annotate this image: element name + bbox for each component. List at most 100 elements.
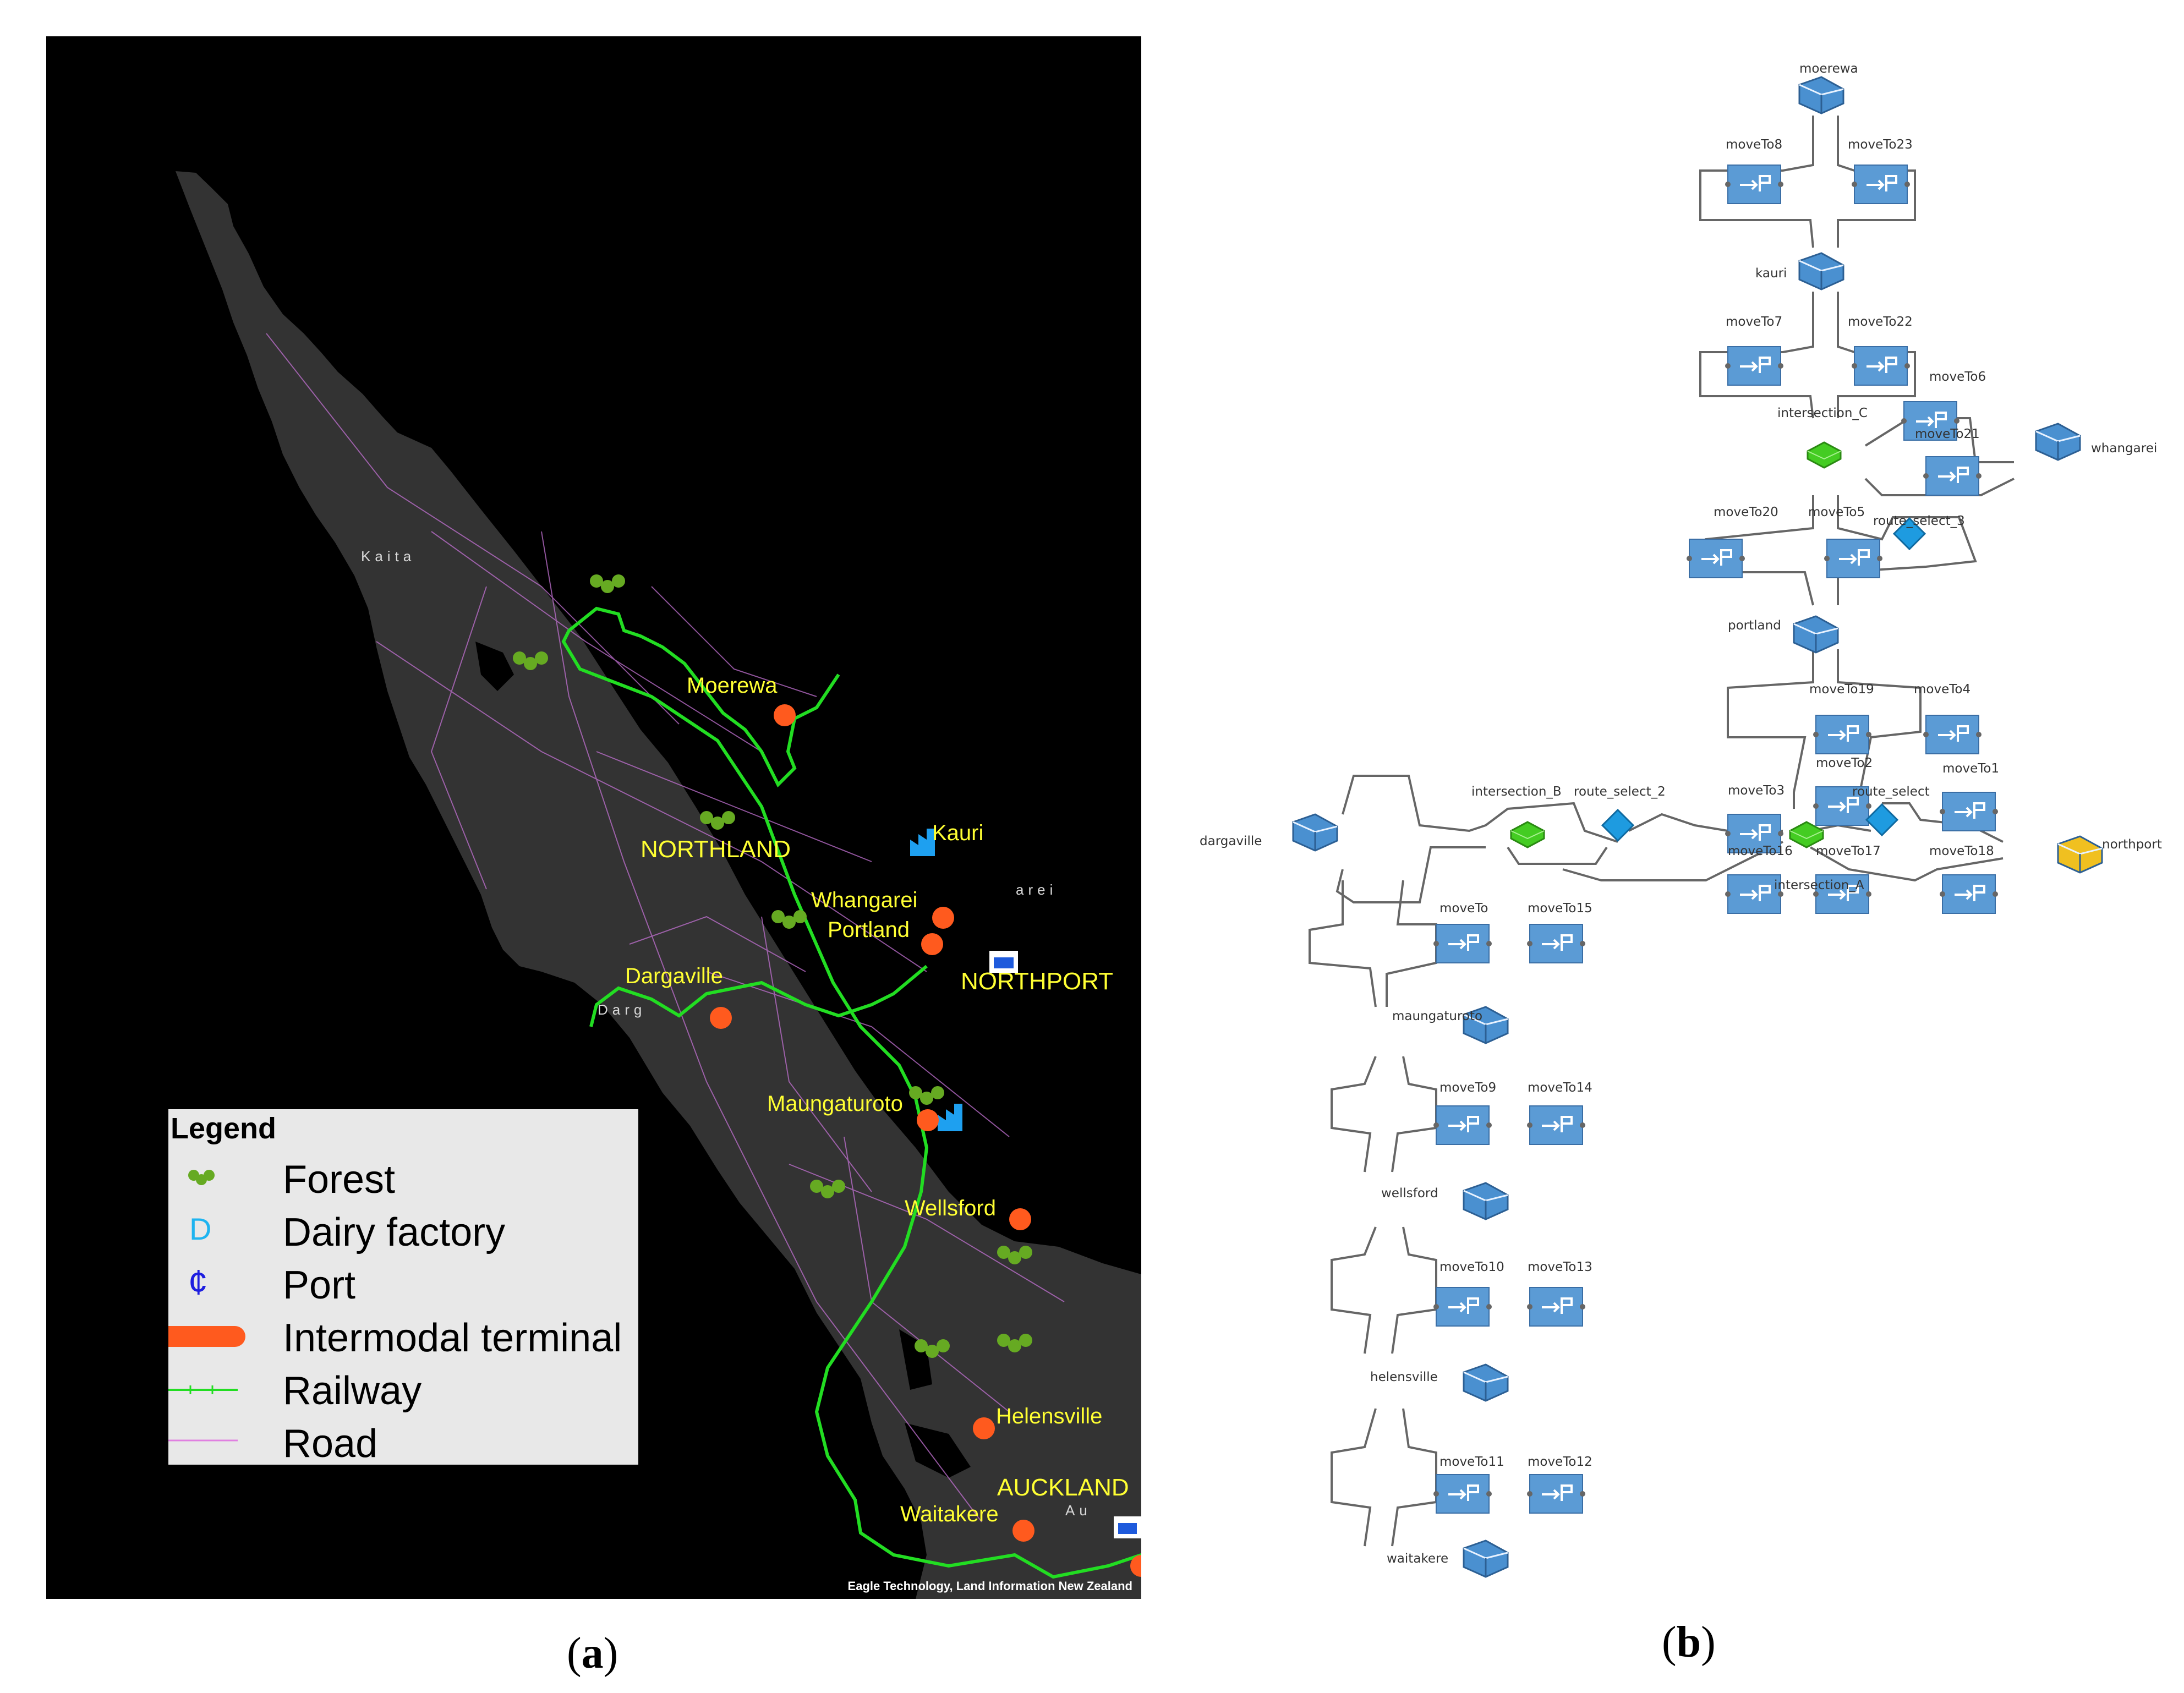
legend-label-road: Road [283,1422,378,1466]
move-label-moveTo2: moveTo2 [1816,756,1873,770]
terminal-wellsford [1009,1208,1031,1230]
connector-24 [1391,1226,1437,1354]
connector-4 [1864,417,2014,463]
basemap-label-whangarei: arei [1016,881,1058,898]
legend-row-terminal: Intermodal terminal [168,1310,638,1360]
connector-0 [1699,116,1814,248]
label-whangarei: Whangarei [811,888,918,912]
legend-label-railway: Railway [283,1369,422,1413]
source-label-kauri: kauri [1755,266,1787,281]
harbour [855,620,888,669]
port-icons [989,951,1141,1538]
label-maungaturoto: Maungaturoto [767,1092,903,1116]
port-icon [989,951,1018,973]
connector-19 [1309,880,1377,1007]
move-label-moveTo8: moveTo8 [1726,138,1783,152]
port-icon [1114,1516,1141,1538]
move-label-moveTo16: moveTo16 [1728,844,1793,858]
flow-diagram: moerewa kauri whangarei portland dargaville m… [1178,22,2184,1607]
basemap-label-auckland: Au [1065,1502,1092,1519]
move-label-moveTo: moveTo [1439,901,1488,916]
port-icon: ¢ [188,1262,208,1302]
move-label-moveTo9: moveTo9 [1439,1081,1497,1095]
connector-8 [1727,649,1814,809]
route-select-icon-route_select [1865,803,1899,837]
terminal-portland [921,933,943,955]
move-block-moveTo9 [1433,1105,1492,1145]
move-block-moveTo20 [1687,539,1745,578]
connector-1 [1837,116,1916,248]
route-select-label-route_select_2: route_select_2 [1574,785,1666,799]
legend-title: Legend [171,1112,277,1145]
label-dargaville: Dargaville [625,964,723,988]
harbour [817,862,855,917]
route-select-label-route_select: route_select [1852,785,1930,799]
source-label-helensville: helensville [1370,1370,1438,1384]
factory-icon [938,1104,962,1131]
move-label-moveTo18: moveTo18 [1929,844,1994,858]
forest-icon [188,1170,215,1185]
move-block-moveTo2 [1813,786,1871,826]
legend-label-forest: Forest [283,1158,396,1202]
move-block-moveTo19 [1813,715,1871,754]
connector-11 [1335,846,1486,903]
connector-20 [1386,880,1437,1007]
move-label-moveTo23: moveTo23 [1848,138,1913,152]
label-portland: Portland [828,918,910,942]
legend-label-terminal: Intermodal terminal [283,1316,622,1360]
source-label-maungaturoto: maungaturoto [1392,1009,1483,1023]
source-label-dargaville: dargaville [1200,834,1262,848]
intersection-icon-intersection_A [1789,821,1824,848]
move-block-moveTo3 [1725,814,1783,853]
move-label-moveTo14: moveTo14 [1528,1081,1592,1095]
connector-21 [1331,1056,1377,1173]
connectors [1309,116,2015,1547]
source-label-waitakere: waitakere [1387,1552,1449,1566]
move-label-moveTo5: moveTo5 [1808,505,1865,519]
harbour [905,1423,971,1478]
sink-label-northport: northport [2102,837,2162,852]
source-icon-whangarei [2035,423,2081,461]
dairy-factory-icon: D [189,1212,212,1246]
terminal-waitakere [1012,1520,1034,1542]
forest-icon [997,1334,1032,1352]
move-label-moveTo22: moveTo22 [1848,315,1913,329]
legend-row-dairy: D Dairy factory [168,1204,638,1254]
route-select-icon-route_select_2 [1601,808,1635,842]
move-label-moveTo12: moveTo12 [1528,1455,1592,1469]
source-icon-portland [1793,615,1839,654]
move-label-moveTo4: moveTo4 [1914,682,1971,697]
source-label-whangarei: whangarei [2091,441,2158,456]
move-label-moveTo3: moveTo3 [1728,784,1785,798]
region-northport: NORTHPORT [961,968,1114,995]
connector-13 [1507,846,1608,865]
source-icon-kauri [1798,252,1844,291]
move-block-moveTo13 [1527,1287,1585,1327]
forest-icon [513,651,548,670]
move-label-moveTo1: moveTo1 [1942,761,2000,776]
intersection-label-intersection_A: intersection_A [1774,878,1864,892]
move-block-moveTo12 [1527,1474,1585,1514]
railway-branch [589,965,928,1027]
source-label-moerewa: moerewa [1799,62,1858,76]
connector-2 [1699,292,1814,419]
move-label-moveTo6: moveTo6 [1929,370,1986,384]
move-label-moveTo21: moveTo21 [1915,427,1980,441]
factory-icon [910,829,935,856]
terminal-moerewa [774,704,796,726]
source-label-wellsford: wellsford [1381,1186,1438,1201]
forest-icon [909,1086,944,1105]
terminal-swatch [168,1326,245,1347]
dairy-factory-icons [910,829,962,1131]
move-block-moveTo5 [1824,539,1882,578]
route-select-label-route_select_3: route_select_3 [1873,514,1965,528]
railway-line [561,606,1141,1579]
region-auckland: AUCKLAND [997,1474,1129,1501]
move-block-moveTo21 [1923,456,1982,496]
forest-icons [513,574,1032,1358]
source-icon-maungaturoto [1463,1006,1509,1044]
connector-25 [1331,1408,1377,1547]
source-icon-moerewa [1798,76,1844,114]
source-label-portland: portland [1728,618,1781,633]
intersection-label-intersection_C: intersection_C [1777,406,1868,420]
